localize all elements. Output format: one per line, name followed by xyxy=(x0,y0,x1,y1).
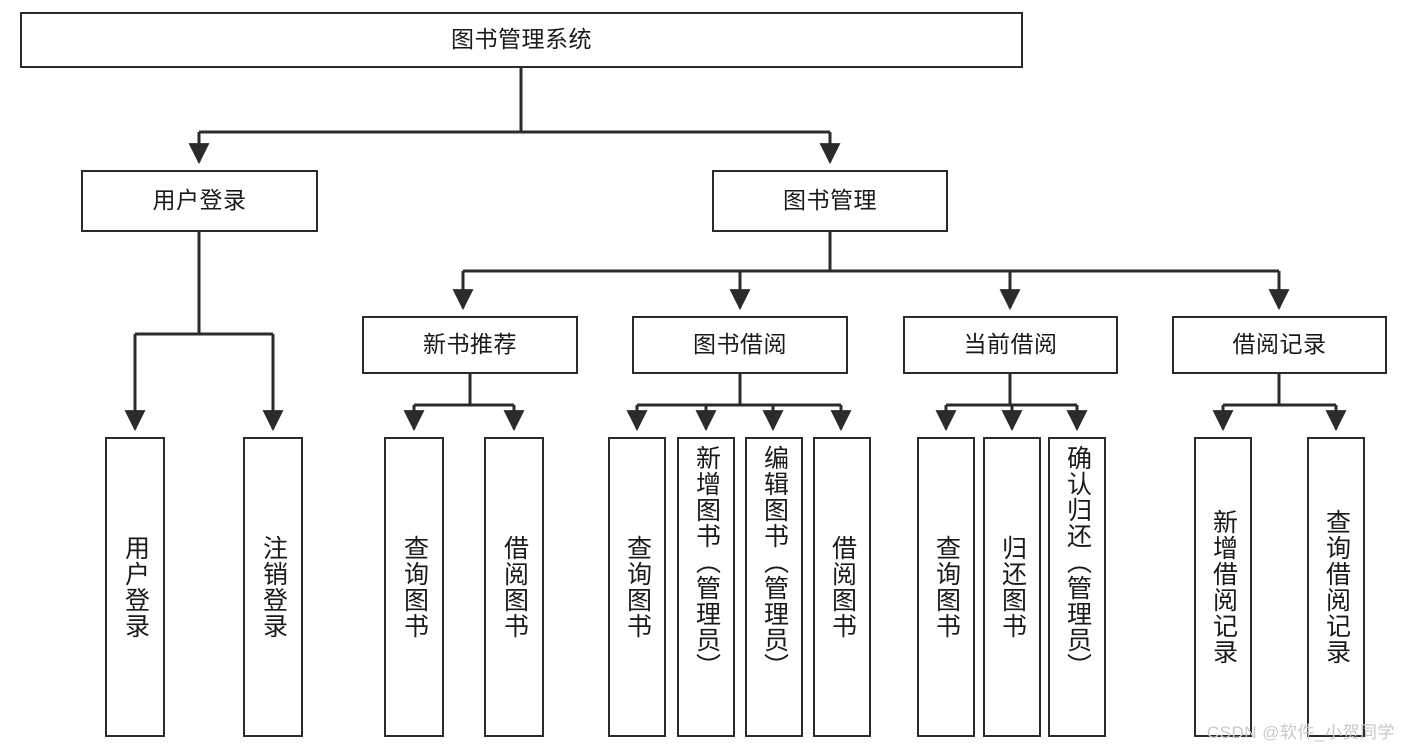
node-label: 查询图书 xyxy=(623,535,652,639)
node-label: 查询图书 xyxy=(932,535,961,639)
leaf-book-borrow-borrow-book[interactable]: 借阅图书 xyxy=(813,437,871,737)
node-current-borrow[interactable]: 当前借阅 xyxy=(903,316,1118,374)
leaf-user-login-login[interactable]: 用户登录 xyxy=(105,437,165,737)
leaf-book-borrow-edit-book-admin[interactable]: 编辑图书（管理员） xyxy=(745,437,803,737)
node-book-borrow[interactable]: 图书借阅 xyxy=(632,316,848,374)
node-label: 借阅记录 xyxy=(1232,331,1327,358)
node-label: 注销登录 xyxy=(259,535,288,639)
node-label: 新增借阅记录 xyxy=(1209,509,1238,665)
leaf-borrow-record-query-record[interactable]: 查询借阅记录 xyxy=(1307,437,1365,737)
node-label: 借阅图书 xyxy=(500,535,529,639)
node-label: 图书借阅 xyxy=(693,331,787,358)
node-label: 确认归还（管理员） xyxy=(1063,445,1092,679)
node-label: 查询图书 xyxy=(400,535,429,639)
node-root-book-management-system[interactable]: 图书管理系统 xyxy=(20,12,1023,68)
leaf-current-borrow-query-book[interactable]: 查询图书 xyxy=(917,437,975,737)
leaf-book-borrow-query-book[interactable]: 查询图书 xyxy=(608,437,666,737)
node-book-management[interactable]: 图书管理 xyxy=(712,170,948,232)
node-new-book-recommend[interactable]: 新书推荐 xyxy=(362,316,578,374)
leaf-current-borrow-return-book[interactable]: 归还图书 xyxy=(983,437,1041,737)
node-label: 图书管理 xyxy=(783,187,877,214)
node-label: 用户登录 xyxy=(121,535,150,639)
node-label: 编辑图书（管理员） xyxy=(760,445,789,679)
node-label: 用户登录 xyxy=(152,187,247,214)
leaf-new-book-borrow-book[interactable]: 借阅图书 xyxy=(484,437,544,737)
node-label: 查询借阅记录 xyxy=(1322,509,1351,665)
leaf-current-borrow-confirm-return-admin[interactable]: 确认归还（管理员） xyxy=(1048,437,1106,737)
node-label: 图书管理系统 xyxy=(451,26,592,53)
leaf-user-login-logout[interactable]: 注销登录 xyxy=(243,437,303,737)
node-borrow-record[interactable]: 借阅记录 xyxy=(1172,316,1387,374)
node-label: 新书推荐 xyxy=(423,331,517,358)
node-user-login[interactable]: 用户登录 xyxy=(81,170,318,232)
node-label: 当前借阅 xyxy=(963,331,1058,358)
leaf-book-borrow-add-book-admin[interactable]: 新增图书（管理员） xyxy=(677,437,735,737)
leaf-borrow-record-add-record[interactable]: 新增借阅记录 xyxy=(1194,437,1252,737)
leaf-new-book-query-book[interactable]: 查询图书 xyxy=(384,437,444,737)
node-label: 新增图书（管理员） xyxy=(692,445,721,679)
node-label: 借阅图书 xyxy=(828,535,857,639)
node-label: 归还图书 xyxy=(998,535,1027,639)
